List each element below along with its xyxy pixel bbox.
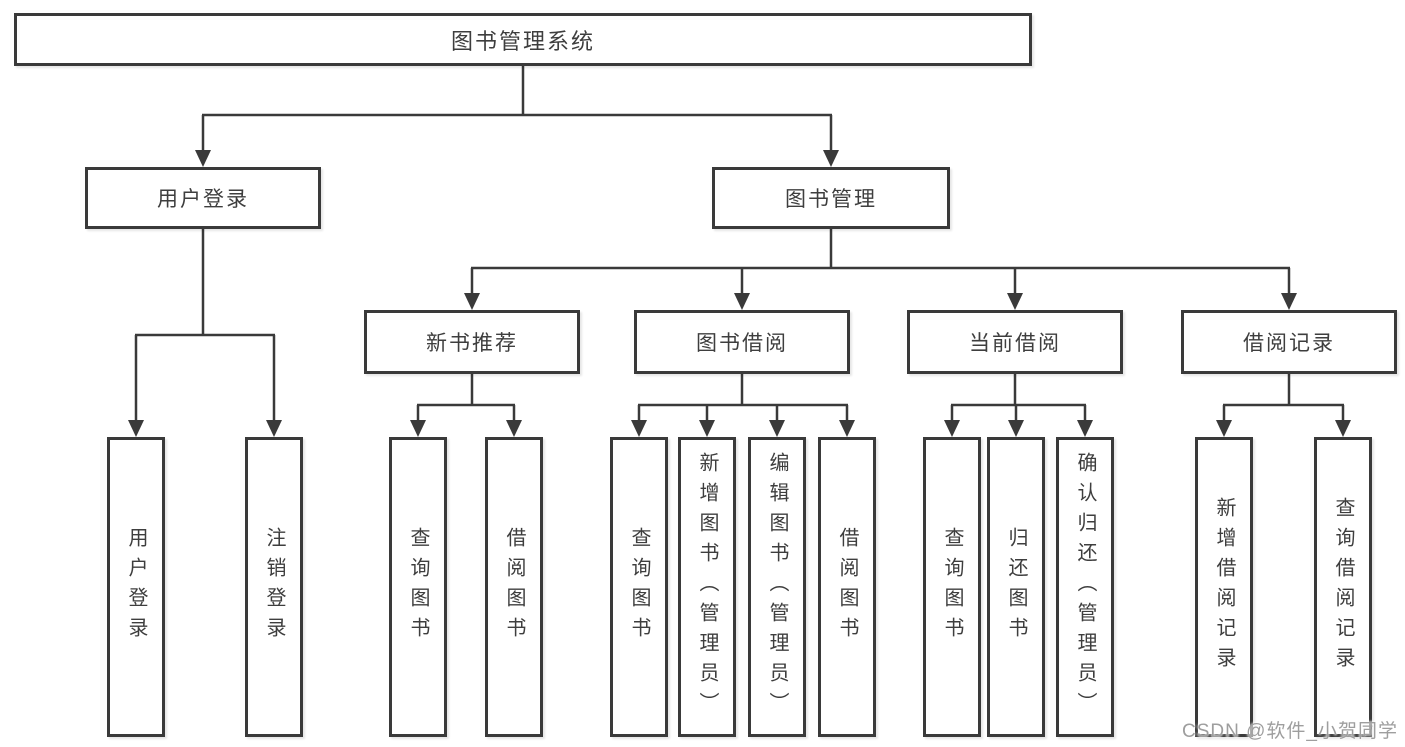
leaf-add-book-admin-label: 新增图书（管理员） bbox=[696, 452, 718, 722]
node-current-borrow: 当前借阅 bbox=[907, 310, 1123, 374]
connector-line-group bbox=[134, 66, 1345, 422]
csdn-watermark: CSDN @软件_小贺同学 bbox=[1182, 721, 1398, 742]
node-borrow-records-label: 借阅记录 bbox=[1243, 332, 1335, 355]
node-borrow-records: 借阅记录 bbox=[1181, 310, 1397, 374]
leaf-borrow-books-label: 借阅图书 bbox=[836, 527, 858, 647]
leaf-borrow-books-recommend: 借阅图书 bbox=[485, 437, 543, 737]
leaf-logout: 注销登录 bbox=[245, 437, 303, 737]
leaf-add-borrow-record-label: 新增借阅记录 bbox=[1213, 497, 1235, 677]
leaf-query-books-borrow-label: 查询图书 bbox=[628, 527, 650, 647]
node-library-system-label: 图书管理系统 bbox=[450, 28, 595, 54]
node-user-login-label: 用户登录 bbox=[157, 188, 249, 211]
leaf-user-login: 用户登录 bbox=[107, 437, 165, 737]
node-user-login: 用户登录 bbox=[85, 167, 321, 229]
leaf-logout-label: 注销登录 bbox=[263, 527, 285, 647]
leaf-query-books-borrow: 查询图书 bbox=[610, 437, 668, 737]
leaf-return-book-label: 归还图书 bbox=[1005, 527, 1027, 647]
leaf-confirm-return-admin-label: 确认归还（管理员） bbox=[1074, 452, 1096, 722]
node-book-borrow: 图书借阅 bbox=[634, 310, 850, 374]
node-book-borrow-label: 图书借阅 bbox=[696, 332, 788, 355]
leaf-add-book-admin: 新增图书（管理员） bbox=[678, 437, 736, 737]
node-book-management-label: 图书管理 bbox=[785, 188, 877, 211]
node-new-book-recommend-label: 新书推荐 bbox=[426, 332, 518, 355]
node-current-borrow-label: 当前借阅 bbox=[969, 332, 1061, 355]
node-library-system: 图书管理系统 bbox=[14, 13, 1032, 66]
leaf-confirm-return-admin: 确认归还（管理员） bbox=[1056, 437, 1114, 737]
node-book-management: 图书管理 bbox=[712, 167, 950, 229]
leaf-query-books-recommend: 查询图书 bbox=[389, 437, 447, 737]
leaf-edit-book-admin: 编辑图书（管理员） bbox=[748, 437, 806, 737]
leaf-return-book: 归还图书 bbox=[987, 437, 1045, 737]
leaf-user-login-label: 用户登录 bbox=[125, 527, 147, 647]
leaf-query-borrow-record-label: 查询借阅记录 bbox=[1332, 497, 1354, 677]
leaf-query-borrow-record: 查询借阅记录 bbox=[1314, 437, 1372, 737]
leaf-add-borrow-record: 新增借阅记录 bbox=[1195, 437, 1253, 737]
leaf-borrow-books: 借阅图书 bbox=[818, 437, 876, 737]
arrowhead-group bbox=[128, 150, 1351, 437]
leaf-borrow-books-recommend-label: 借阅图书 bbox=[503, 527, 525, 647]
leaf-query-books-current: 查询图书 bbox=[923, 437, 981, 737]
node-new-book-recommend: 新书推荐 bbox=[364, 310, 580, 374]
leaf-query-books-current-label: 查询图书 bbox=[941, 527, 963, 647]
leaf-edit-book-admin-label: 编辑图书（管理员） bbox=[766, 452, 788, 722]
leaf-query-books-recommend-label: 查询图书 bbox=[407, 527, 429, 647]
